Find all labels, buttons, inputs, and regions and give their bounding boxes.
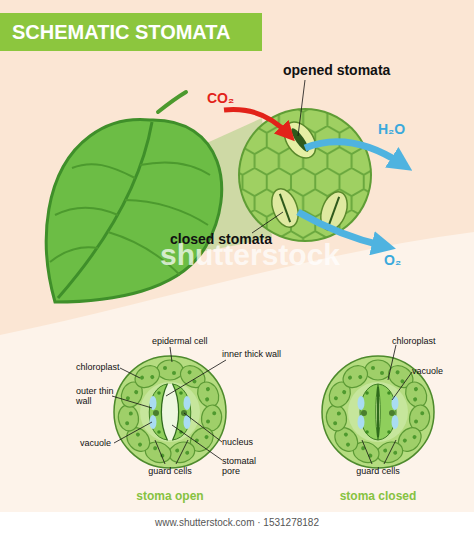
part-label: vacuole [412, 366, 443, 376]
stoma-caption: stoma open [110, 489, 230, 503]
water-arrow [305, 142, 402, 164]
part-label: opened stomata [283, 62, 390, 78]
watermark: www.shutterstock.com · 1531278182 [155, 517, 319, 528]
gas-label: CO₂ [207, 90, 234, 106]
watermark: shutterstock [160, 238, 340, 272]
gas-label: O₂ [384, 252, 401, 268]
magnified-tissue [238, 108, 373, 243]
part-label: nucleus [222, 437, 253, 447]
part-label: chloroplast [392, 336, 436, 346]
part-label: inner thick wall [222, 349, 281, 359]
part-label: vacuole [80, 438, 111, 448]
stoma-illustration [110, 352, 230, 472]
stoma-caption: stoma closed [318, 489, 438, 503]
part-label: chloroplast [76, 362, 120, 372]
footer-band [0, 512, 474, 535]
cell-cluster: stoma open [110, 352, 230, 507]
part-label: outer thin wall [76, 386, 118, 406]
co2-arrow [224, 110, 288, 135]
title-banner: SCHEMATIC STOMATA [0, 13, 262, 51]
gas-label: H₂O [378, 121, 405, 137]
part-label: stomatal pore [222, 456, 264, 476]
part-label: guard cells [148, 466, 192, 476]
part-label: epidermal cell [152, 336, 208, 346]
part-label: guard cells [356, 466, 400, 476]
